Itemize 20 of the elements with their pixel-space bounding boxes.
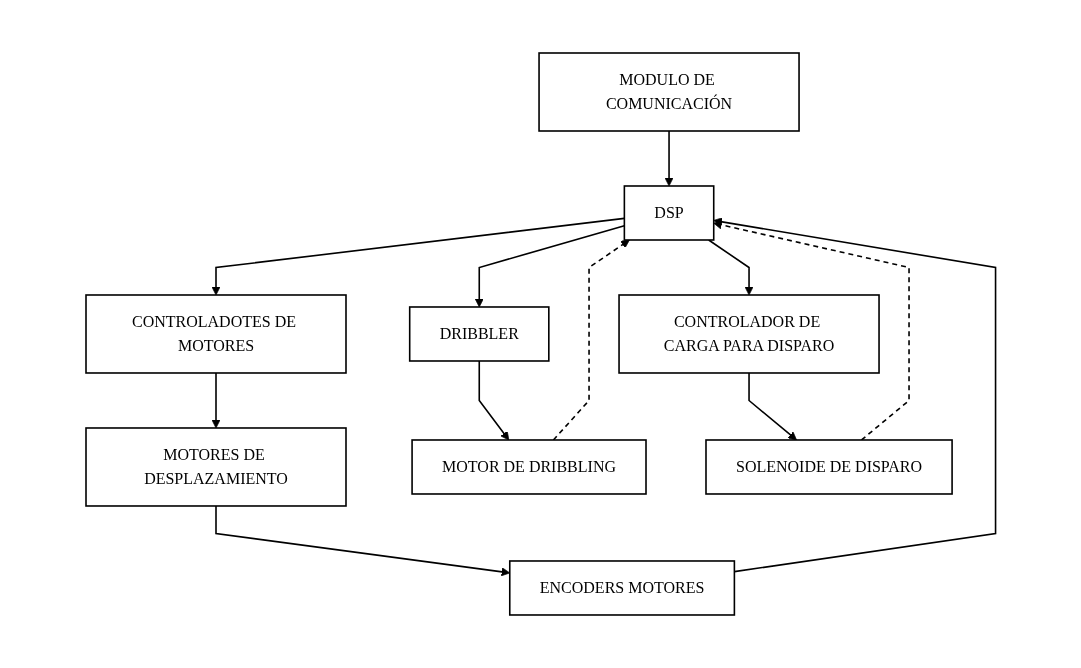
arrow bbox=[478, 360, 509, 441]
arrow bbox=[747, 372, 797, 441]
node-box: CONTROLADOR DE CARGA PARA DISPARO bbox=[617, 294, 880, 374]
arrow bbox=[664, 130, 674, 187]
node-box: MOTORES DE DESPLAZAMIENTO bbox=[84, 427, 347, 507]
node-box: MODULO DE COMUNICACIÓN bbox=[537, 52, 800, 132]
node-box: MOTOR DE DRIBBLING bbox=[411, 439, 647, 495]
node-box: DSP bbox=[623, 185, 715, 241]
node-box: CONTROLADOTES DE MOTORES bbox=[84, 294, 347, 374]
arrow bbox=[552, 239, 630, 441]
arrow bbox=[713, 217, 997, 573]
arrow bbox=[474, 225, 625, 308]
node-box: ENCODERS MOTORES bbox=[508, 560, 735, 616]
arrow bbox=[707, 239, 754, 296]
arrow bbox=[211, 372, 221, 429]
arrow bbox=[211, 217, 625, 296]
arrow bbox=[713, 220, 910, 441]
node-box: SOLENOIDE DE DISPARO bbox=[704, 439, 953, 495]
arrow bbox=[214, 505, 510, 577]
node-box: DRIBBLER bbox=[408, 306, 550, 362]
